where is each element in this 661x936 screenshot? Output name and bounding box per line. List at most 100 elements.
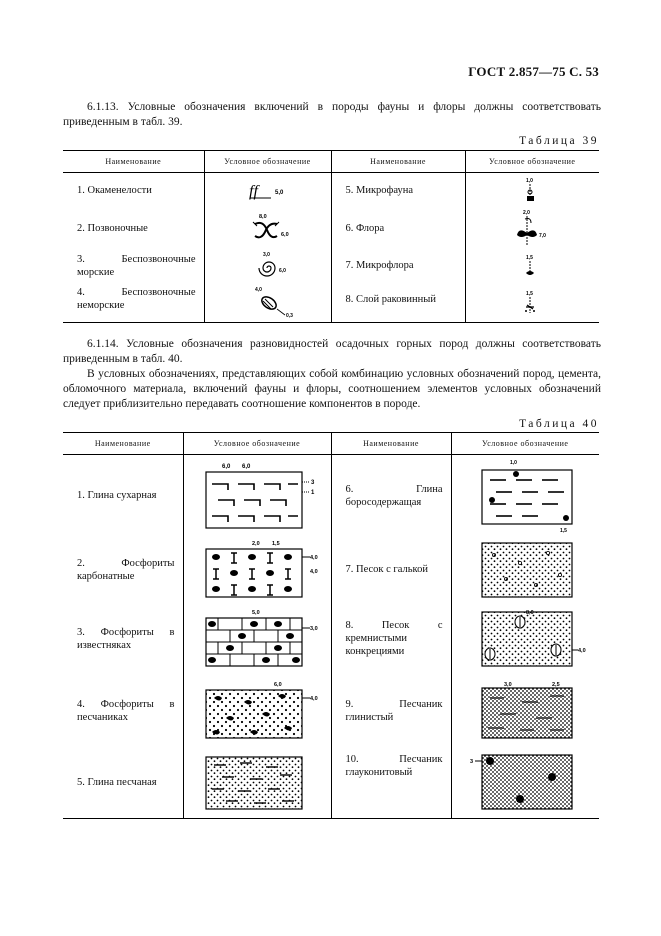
symbol-sandy-clay	[182, 746, 331, 819]
row-carbonate-phosphorites: 2. Фосфориты карбонатные	[77, 557, 175, 582]
svg-text:7,0: 7,0	[539, 233, 546, 239]
flora-symbol-icon: 2,0 7,0	[517, 210, 546, 245]
symbol-clayey-sandstone: 3,0 2,5	[450, 674, 599, 747]
svg-text:3: 3	[311, 480, 315, 486]
symbol-nonmarine-invertebrates: 4,0 0,3	[203, 282, 331, 323]
svg-text:4,0: 4,0	[310, 569, 318, 575]
header-name: Наименование	[63, 432, 183, 455]
vertebrates-symbol-icon: 8,0 6,0	[252, 214, 289, 238]
carbonate-phosphorites-pattern-icon: 2,0 1,5 4,0 4,0	[205, 541, 318, 598]
svg-text:8,0: 8,0	[526, 610, 534, 616]
svg-text:5,0: 5,0	[252, 610, 260, 616]
row-glauconitic-sandstone: 10. Песчаник глауконитовый	[330, 746, 451, 819]
symbol-fossils: ff 5,0	[203, 172, 331, 209]
svg-text:1,5: 1,5	[526, 255, 533, 261]
nonmarine-invertebrates-symbol-icon: 4,0 0,3	[255, 287, 293, 319]
marine-invertebrates-symbol-icon: 3,0 6,0	[257, 252, 286, 277]
svg-text:4,0: 4,0	[310, 696, 318, 702]
row-fossils: 1. Окаменелости	[77, 185, 152, 197]
svg-text:6,0: 6,0	[242, 464, 251, 470]
row-microfauna: 5. Микрофауна	[330, 172, 465, 209]
svg-text:4,0: 4,0	[255, 287, 262, 293]
row-sand-with-pebbles: 7. Песок с галькой	[330, 536, 451, 603]
clayey-sandstone-pattern-icon: 3,0 2,5	[481, 682, 573, 739]
svg-text:2,0: 2,0	[523, 210, 530, 216]
row-nonmarine-invertebrates: 4. Беспозвоночные неморские	[63, 282, 204, 323]
header-symbol: Условное обозначение	[182, 432, 331, 455]
row-phosphorites-in-sandstone: 4. Фосфориты в песчаниках	[77, 698, 175, 723]
symbol-marine-invertebrates: 3,0 6,0	[203, 248, 331, 283]
sand-with-concretions-pattern-icon: 8,0 4,0	[481, 610, 586, 667]
shell-layer-symbol-icon: 1,5	[525, 291, 536, 314]
symbol-dry-clay: 6,0 6,0 3 1	[182, 454, 331, 537]
svg-text:1,5: 1,5	[526, 291, 533, 297]
svg-text:6,0: 6,0	[274, 682, 282, 688]
header-name: Наименование	[330, 432, 451, 455]
paragraph-6-1-13: 6.1.13. Условные обозначения включений в…	[63, 101, 601, 128]
svg-text:1,0: 1,0	[526, 178, 533, 184]
paragraph-6-1-14-note: В условных обозначениях, представляющих …	[63, 368, 601, 410]
row-vertebrates: 2. Позвоночные	[77, 223, 148, 234]
glauconitic-sandstone-pattern-icon: 3	[470, 753, 573, 810]
svg-text:6,0: 6,0	[222, 464, 231, 470]
row-boron-clay: 6. Глина боросодержащая	[330, 454, 451, 537]
svg-text:3: 3	[470, 759, 473, 765]
svg-text:5,0: 5,0	[275, 190, 284, 196]
row-flora: 6. Флора	[330, 208, 465, 249]
table-39: Наименование Условное обозначение Наимен…	[63, 150, 599, 323]
boron-clay-pattern-icon: 1,0 1,5	[481, 460, 573, 534]
svg-text:1,0: 1,0	[510, 460, 517, 466]
symbol-flora: 2,0 7,0	[464, 208, 599, 249]
svg-text:3,0: 3,0	[263, 252, 270, 258]
svg-text:4,0: 4,0	[578, 648, 586, 654]
sandy-clay-pattern-icon	[205, 756, 303, 810]
header-symbol: Условное обозначение	[450, 432, 599, 455]
table-39-label: Таблица 39	[519, 135, 599, 147]
sand-with-pebbles-pattern-icon	[481, 541, 573, 598]
phosphorites-in-limestone-pattern-icon: 5,0 3,0	[205, 610, 318, 667]
header-symbol: Условное обозначение	[203, 150, 331, 173]
svg-text:2,0: 2,0	[252, 541, 260, 547]
svg-text:8,0: 8,0	[259, 214, 267, 220]
svg-text:ff: ff	[249, 183, 260, 200]
row-phosphorites-in-limestone: 3. Фосфориты в известняках	[77, 626, 175, 651]
symbol-vertebrates: 8,0 6,0	[203, 208, 331, 249]
row-marine-invertebrates: 3. Беспозвоночные морские	[77, 253, 196, 278]
svg-text:0,3: 0,3	[286, 313, 293, 319]
symbol-phosphorites-in-sandstone: 6,0 4,0	[182, 674, 331, 747]
symbol-microflora: 1,5	[464, 248, 599, 283]
svg-text:1: 1	[311, 490, 315, 496]
symbol-shell-layer: 1,5	[464, 282, 599, 323]
table-40-label: Таблица 40	[519, 418, 599, 430]
microfauna-symbol-icon: 1,0	[526, 178, 535, 201]
header-name: Наименование	[330, 150, 465, 173]
symbol-sand-with-siliceous-concretions: 8,0 4,0	[450, 602, 599, 675]
page-header: ГОСТ 2.857—75 С. 53	[468, 64, 599, 79]
svg-text:2,5: 2,5	[552, 682, 560, 688]
header-name: Наименование	[63, 150, 204, 173]
svg-text:6,0: 6,0	[279, 268, 286, 274]
svg-text:6,0: 6,0	[281, 232, 289, 238]
symbol-carbonate-phosphorites: 2,0 1,5 4,0 4,0	[182, 536, 331, 603]
symbol-glauconitic-sandstone: 3	[450, 746, 599, 819]
svg-text:1,5: 1,5	[272, 541, 280, 547]
svg-text:3,0: 3,0	[504, 682, 512, 688]
symbol-sand-with-pebbles	[450, 536, 599, 603]
row-sand-with-siliceous-concretions: 8. Песок с кремнистыми конкрециями	[330, 602, 451, 675]
row-clayey-sandstone: 9. Песчаник глинистый	[330, 674, 451, 747]
symbol-phosphorites-in-limestone: 5,0 3,0	[182, 602, 331, 675]
fossils-symbol-icon: ff 5,0	[249, 183, 284, 200]
svg-text:1,5: 1,5	[560, 528, 567, 534]
symbol-microfauna: 1,0	[464, 172, 599, 209]
svg-text:3,0: 3,0	[310, 626, 318, 632]
table-40: Наименование Условное обозначение Наимен…	[63, 432, 599, 819]
paragraph-6-1-14: 6.1.14. Условные обозначения разновиднос…	[63, 338, 601, 365]
row-sandy-clay: 5. Глина песчаная	[63, 746, 183, 819]
row-microflora: 7. Микрофлора	[330, 248, 465, 283]
header-symbol: Условное обозначение	[464, 150, 599, 173]
symbol-boron-clay: 1,0 1,5	[450, 454, 599, 537]
dry-clay-pattern-icon: 6,0 6,0 3 1	[205, 464, 315, 529]
row-dry-clay: 1. Глина сухарная	[77, 490, 157, 502]
phosphorites-in-sandstone-pattern-icon: 6,0 4,0	[205, 682, 318, 739]
svg-text:4,0: 4,0	[310, 555, 318, 561]
